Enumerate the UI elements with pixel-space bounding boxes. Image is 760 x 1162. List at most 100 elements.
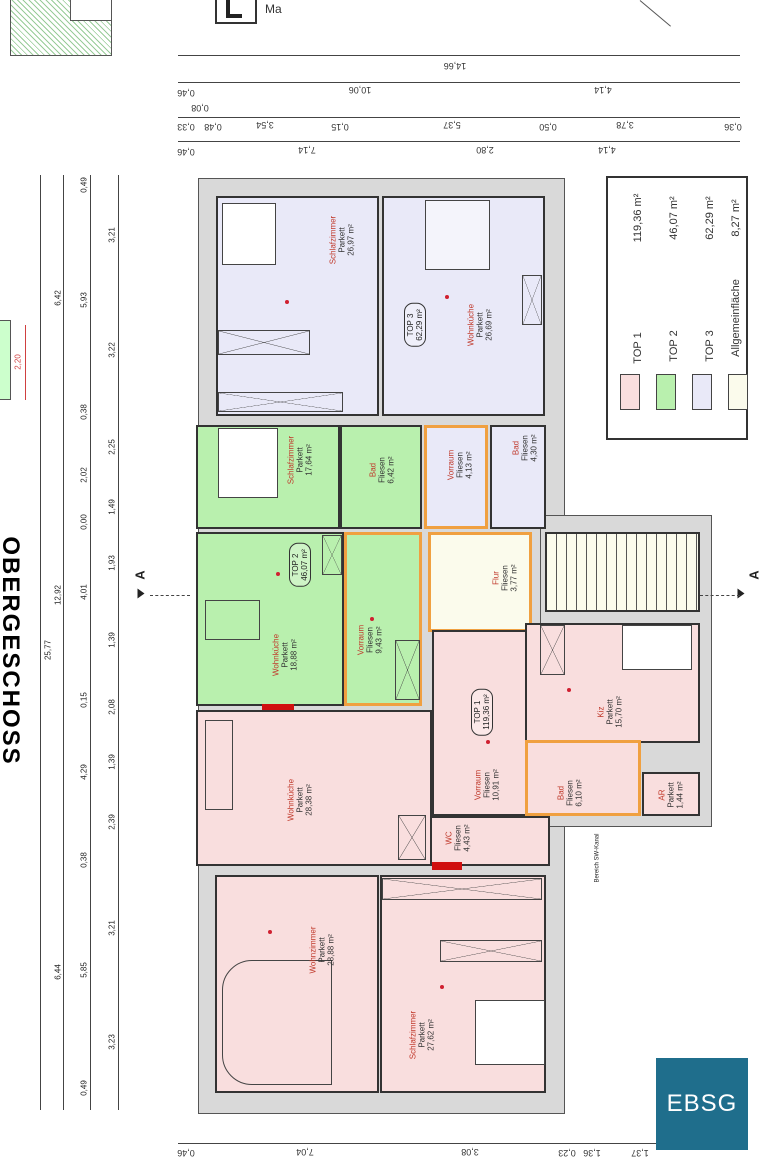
dim-line	[178, 1143, 658, 1144]
unit-label: TOP 3	[406, 313, 415, 337]
dim-label: 0,15	[331, 122, 349, 132]
bed-icon	[218, 428, 278, 498]
dim-label: 25,77	[43, 639, 53, 661]
room-area: 4,13 m²	[464, 451, 474, 479]
red-dim-line	[25, 325, 26, 400]
room-area: 15,70 m²	[614, 696, 624, 728]
dim-label: 7,04	[296, 1147, 314, 1157]
dim-label: 1,93	[107, 555, 117, 571]
dim-label: 6,44	[53, 964, 63, 980]
door-marker	[432, 862, 462, 870]
scale-label: Ma	[265, 2, 282, 16]
room-area: 4,30 m²	[529, 434, 539, 462]
table-icon	[205, 720, 233, 810]
dim-label: 0,49	[79, 177, 89, 193]
room-floor: Parkett	[317, 937, 327, 963]
room-name: Wohnküche	[271, 633, 281, 677]
dim-label: 1,49	[107, 499, 117, 515]
room-top3-wohnkueche[interactable]	[382, 196, 545, 416]
room-floor: Fliesen	[520, 435, 530, 461]
room-top3-vorraum[interactable]	[424, 425, 488, 529]
wardrobe-icon	[382, 878, 542, 900]
room-top1-vorraum[interactable]	[432, 630, 527, 816]
room-flur[interactable]	[428, 532, 532, 632]
room-name: Flur	[491, 571, 501, 585]
dim-label: 4,14	[598, 145, 616, 155]
room-name: Wohnküche	[286, 778, 296, 822]
bed-icon	[475, 1000, 545, 1065]
dim-label: 0,46	[177, 147, 195, 157]
room-top2-wohnkueche[interactable]	[196, 532, 344, 706]
room-floor: Fliesen	[453, 825, 463, 851]
bed-icon	[222, 203, 276, 265]
room-area: 18,88 m²	[289, 639, 299, 671]
dim-label: 14,66	[443, 61, 467, 71]
unit-area: 119,36 m²	[482, 694, 491, 730]
room-area: 26,69 m²	[484, 309, 494, 341]
sofa-icon	[222, 960, 332, 1085]
dim-line	[40, 175, 41, 1110]
dim-label: 5,37	[443, 120, 461, 130]
room-top3-bad[interactable]	[490, 425, 546, 529]
dim-label: 4,14	[594, 85, 612, 95]
dim-label: 0,49	[79, 1080, 89, 1096]
sofa-icon	[425, 200, 490, 270]
bereich-note: Bereich SW-Kanal	[594, 833, 601, 883]
dim-label: 2,02	[79, 467, 89, 483]
legend-swatch-top1	[620, 374, 640, 410]
section-line	[150, 595, 190, 596]
room-area: 4,43 m²	[462, 824, 472, 852]
legend-label: TOP 1	[632, 332, 644, 364]
dim-label: 4,01	[79, 584, 89, 600]
room-name: Wohnzimmer	[308, 926, 318, 974]
dim-label: 0,38	[79, 404, 89, 420]
room-area: 3,77 m²	[509, 564, 519, 592]
dim-label: 2,08	[107, 699, 117, 715]
room-name: Bad	[556, 785, 566, 801]
legend-l-box	[215, 0, 257, 24]
dim-label: 1,39	[107, 754, 117, 770]
room-top1-bad[interactable]	[525, 740, 641, 816]
room-top1-wc[interactable]	[430, 816, 550, 866]
legend-area: 119,36 m²	[632, 193, 644, 243]
dim-label: 3,54	[256, 120, 274, 130]
room-center-marker	[486, 740, 490, 744]
wardrobe-icon	[398, 815, 426, 860]
stairwell[interactable]	[545, 532, 700, 612]
dim-line	[63, 175, 64, 1110]
room-top2-bad[interactable]	[340, 425, 422, 529]
room-top1-ar[interactable]	[642, 772, 700, 816]
room-area: 1,44 m²	[675, 781, 685, 809]
dim-label: 10,06	[348, 85, 372, 95]
dim-label: 0,48	[204, 122, 222, 132]
dim-label: 4,29	[79, 764, 89, 780]
section-line	[700, 595, 740, 596]
wardrobe-icon	[218, 330, 310, 355]
ebsg-logo: EBSG	[656, 1058, 748, 1150]
dim-label: 0,33	[177, 122, 195, 132]
dim-label: 0,50	[539, 122, 557, 132]
wall-fragment	[0, 320, 11, 400]
dim-line	[178, 82, 740, 83]
area-legend: TOP 1 119,36 m² TOP 2 46,07 m² TOP 3 62,…	[606, 176, 748, 440]
dim-line	[118, 175, 119, 1110]
dim-label: 1,37	[631, 1148, 649, 1158]
room-area: 10,91 m²	[491, 769, 501, 801]
room-name: Vorraum	[446, 449, 456, 481]
room-name: Vorraum	[473, 769, 483, 801]
legend-swatch-allgemein	[728, 374, 748, 410]
room-name: AR	[657, 789, 667, 801]
room-top1-wohnkueche[interactable]	[196, 710, 432, 866]
